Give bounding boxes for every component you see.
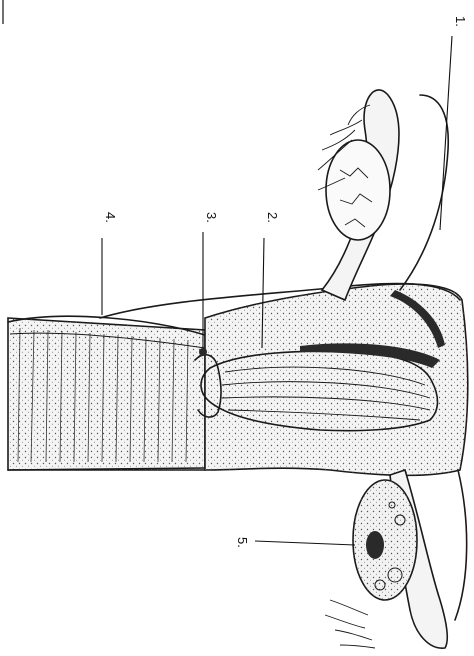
callout-label-4: 4. [103,212,118,223]
follicle-icon [366,531,384,559]
fimbriae-lower [325,600,375,648]
leader-5 [255,541,355,545]
callout-label-5: 5. [235,537,250,548]
vagina [8,316,205,470]
callout-label-2: 2. [265,212,280,223]
callout-label-3: 3. [204,212,219,223]
callout-label-1: 1. [453,16,468,27]
ovary-lower [353,480,417,600]
leader-1 [440,36,452,230]
